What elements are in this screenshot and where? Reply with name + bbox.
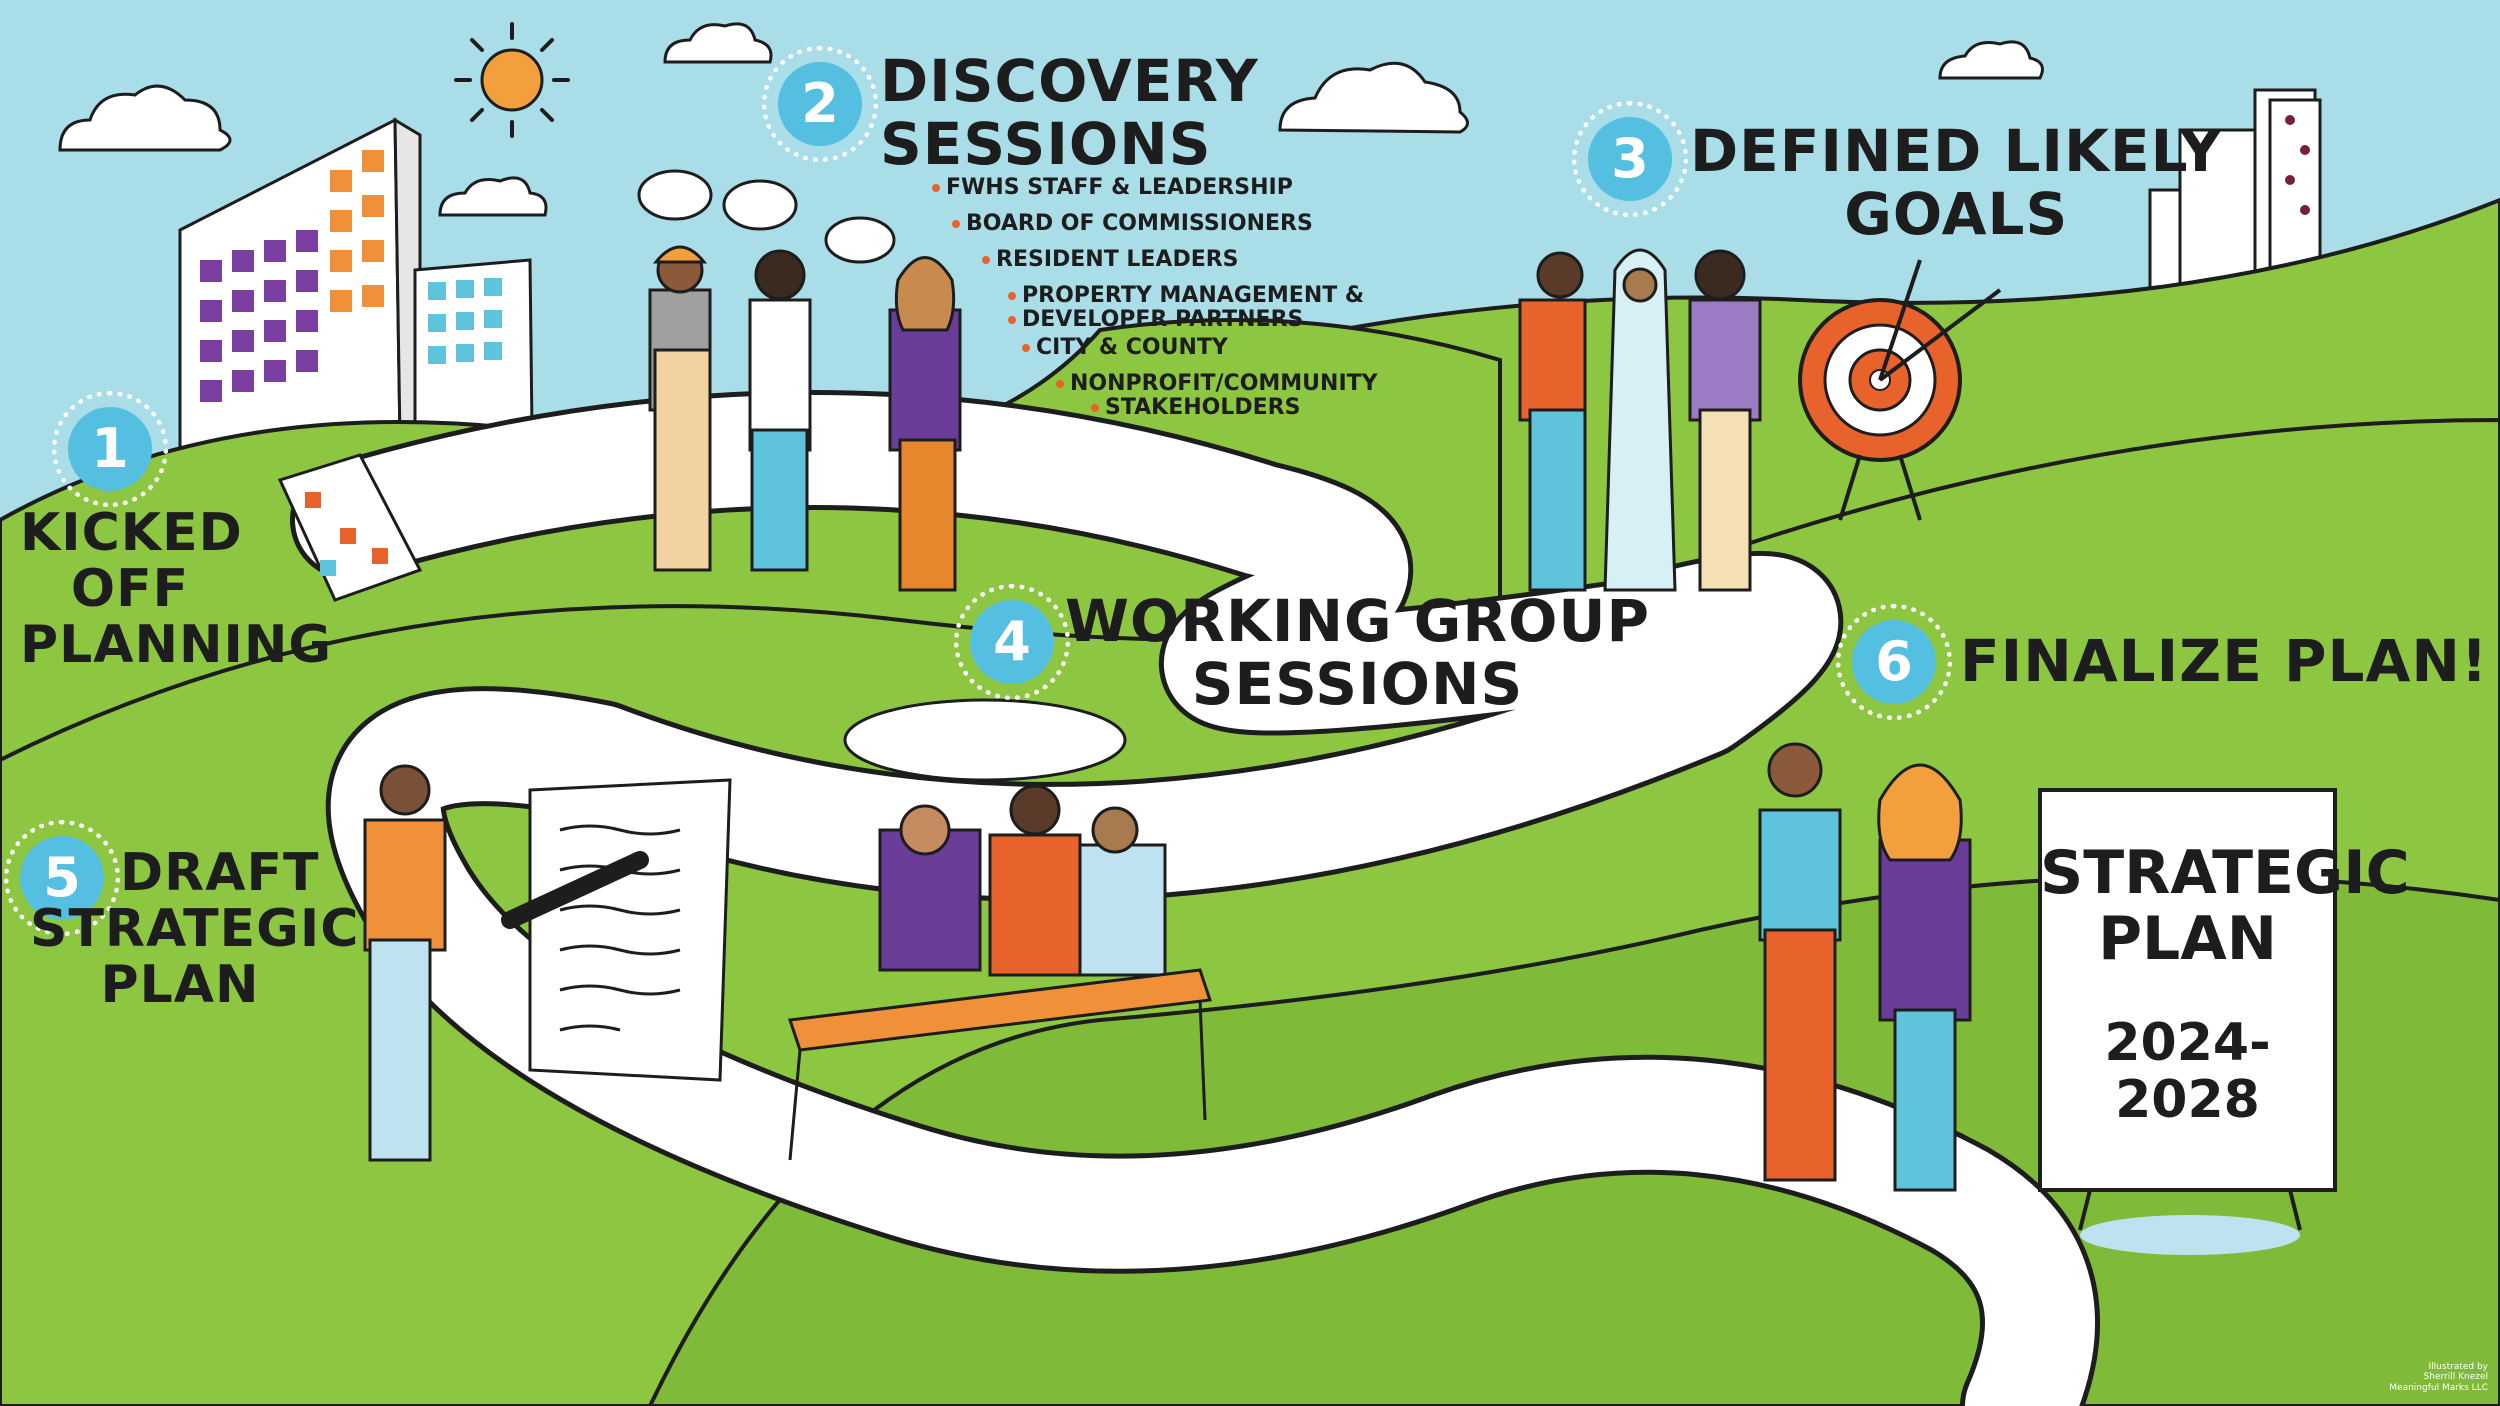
cloud-icon	[58, 84, 232, 152]
finalize-presenters	[1758, 742, 1972, 1192]
credit-line: Illustrated by	[2428, 1361, 2488, 1372]
credit-line: Meaningful Marks LLC	[2389, 1383, 2488, 1394]
cloud-icon	[663, 22, 773, 64]
speech-bubble-icon	[637, 169, 896, 264]
step-4-badge: 4	[954, 584, 1070, 700]
city-buildings-right	[2148, 88, 2322, 302]
cloud-icon	[1938, 40, 2044, 80]
step-1-label: Kicked Off Planning	[20, 503, 333, 676]
list-item-continued: Stakeholders	[1090, 395, 1301, 420]
discovery-group	[637, 169, 962, 592]
draft-presenter	[363, 764, 732, 1162]
step-4-label-line: Sessions	[1191, 649, 1524, 718]
plan-board-line: Plan	[2098, 904, 2277, 974]
goals-group	[1518, 248, 1762, 592]
list-item: FWHS Staff & Leadership	[932, 175, 1293, 200]
strategic-plan-board	[2038, 788, 2337, 1255]
step-4-label: Working Group Sessions	[1065, 590, 1650, 715]
plan-board-title: Strategic Plan	[2040, 838, 2410, 974]
step-2-label: Discovery Sessions	[880, 50, 1259, 175]
list-item: Nonprofit/Community	[1056, 371, 1378, 396]
list-item: City & County	[1022, 335, 1228, 360]
step-1-label-line: Kicked	[20, 503, 243, 563]
step-1-label-line: Planning	[20, 615, 333, 676]
winding-path	[295, 395, 2095, 1406]
sun-icon	[454, 22, 570, 138]
cloud-icon	[438, 176, 548, 217]
list-item-continued: Developer Partners	[1007, 307, 1304, 332]
step-1-badge: 1	[52, 391, 168, 507]
list-item: Board of Commissioners	[952, 211, 1313, 236]
step-3-label: Defined Likely Goals	[1690, 120, 2223, 245]
step-6-label: Finalize Plan!	[1960, 630, 2488, 693]
city-buildings-left	[178, 117, 534, 452]
illustrator-credit: Illustrated by Sherrill Knezel Meaningfu…	[2368, 1362, 2488, 1394]
step-5-label: Draft Strategic Plan	[30, 843, 360, 1016]
step-5-label-line: Plan	[100, 955, 260, 1016]
plan-board-line: Strategic	[2040, 838, 2410, 908]
step-3-badge: 3	[1572, 101, 1688, 217]
step-2-badge: 2	[762, 46, 878, 162]
step-2-label-line: Discovery	[880, 47, 1259, 115]
step-1-label-line: Off	[70, 559, 190, 620]
step-5-label-line: Draft	[120, 843, 320, 903]
step-3-label-line: Defined Likely	[1690, 117, 2223, 185]
list-item: Property Management &	[1007, 283, 1365, 308]
pen-icon	[501, 851, 649, 929]
step-3-label-line: Goals	[1844, 179, 2069, 248]
plan-board-years: 2024-2028	[2104, 1013, 2271, 1131]
step-4-label-line: Working Group	[1065, 587, 1650, 655]
working-group	[787, 698, 1213, 1161]
credit-line: Sherrill Knezel	[2423, 1372, 2488, 1383]
step-5-badge: 5	[4, 820, 120, 936]
step-5-label-line: Strategic	[30, 899, 360, 960]
step-6-badge: 6	[1836, 604, 1952, 720]
step-2-label-line: Sessions	[880, 109, 1212, 178]
cloud-icon	[1278, 61, 1469, 134]
speech-bubble-icon	[843, 698, 1127, 782]
clipboard-icon	[277, 453, 423, 602]
list-item: Resident Leaders	[982, 247, 1239, 272]
step-6-label-line: Finalize Plan!	[1960, 627, 2489, 695]
target-icon	[1798, 259, 2002, 521]
